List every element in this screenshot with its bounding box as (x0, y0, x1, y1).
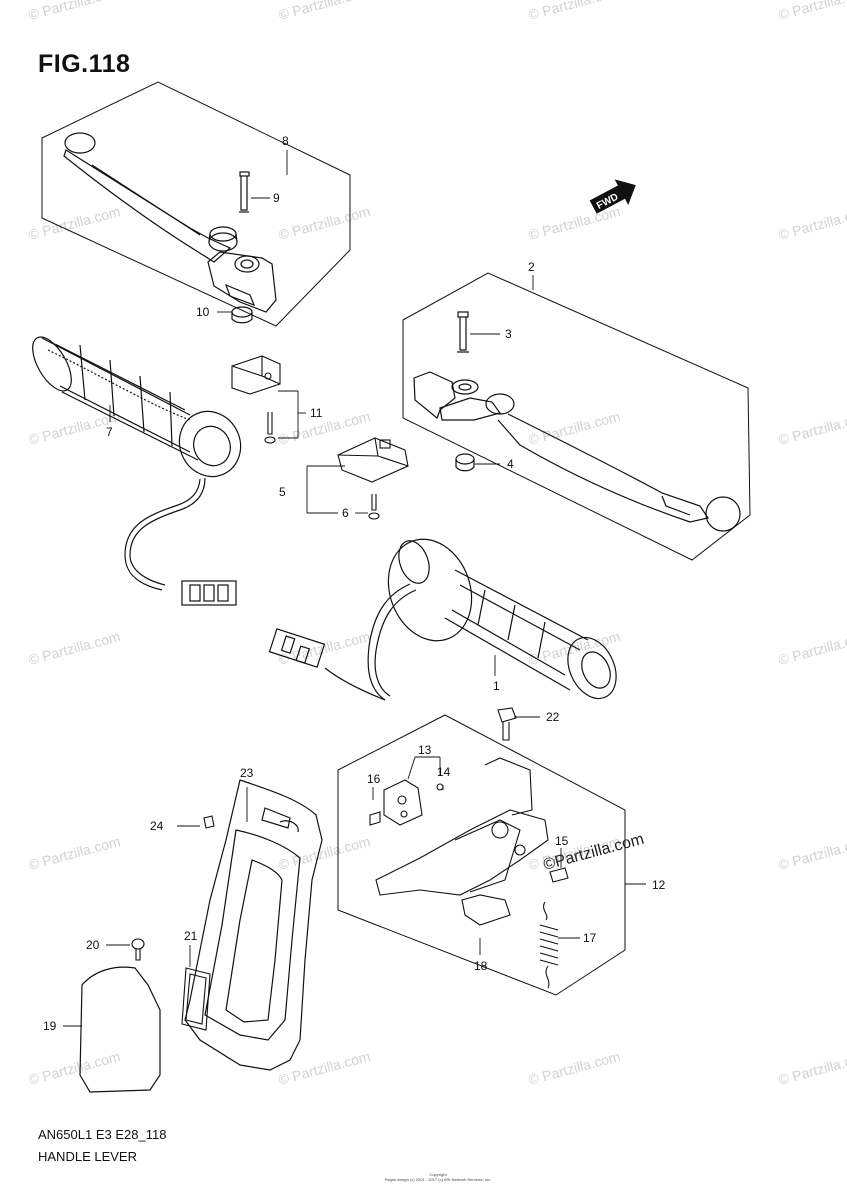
callout-24: 24 (150, 819, 164, 833)
watermark-text: © Partzilla.com (777, 408, 847, 448)
callout-17: 17 (583, 931, 597, 945)
callout-5: 5 (279, 485, 286, 499)
screw-20 (131, 938, 145, 961)
watermark-text: © Partzilla.com (777, 0, 847, 23)
bracket-assembly (369, 757, 569, 989)
callout-15: 15 (555, 834, 569, 848)
bracket-box (337, 714, 626, 996)
watermark-text: © Partzilla.com (277, 1048, 372, 1088)
watermark-text: © Partzilla.com (277, 203, 372, 243)
watermark-layer: © Partzilla.com © Partzilla.com © Partzill… (27, 0, 847, 1088)
callout-9: 9 (273, 191, 280, 205)
leader-lines (63, 150, 646, 1027)
callout-21: 21 (184, 929, 198, 943)
callout-13: 13 (418, 743, 432, 757)
cover-23 (184, 779, 323, 1071)
copyright-line-1: Copyright (429, 1172, 447, 1177)
callout-16: 16 (367, 772, 381, 786)
watermark-text: © Partzilla.com (777, 628, 847, 668)
callout-23: 23 (240, 766, 254, 780)
watermark-text: © Partzilla.com (277, 833, 372, 873)
callout-19: 19 (43, 1019, 57, 1033)
callout-14: 14 (437, 765, 451, 779)
watermark-text: © Partzilla.com (777, 833, 847, 873)
callout-12: 12 (652, 878, 666, 892)
callout-10: 10 (196, 305, 210, 319)
pad-21 (181, 967, 211, 1031)
watermark-text: © Partzilla.com (527, 628, 622, 668)
watermark-text: © Partzilla.com (277, 408, 372, 448)
model-code: AN650L1 E3 E28_118 (38, 1127, 167, 1142)
switch-5 (337, 437, 409, 520)
figure-title: FIG.118 (38, 50, 131, 78)
watermark-text: © Partzilla.com (777, 1048, 847, 1088)
callout-2: 2 (528, 260, 535, 274)
watermark-text: © Partzilla.com (27, 628, 122, 668)
watermark-text: © Partzilla.com (777, 203, 847, 243)
callout-22: 22 (546, 710, 560, 724)
callout-11: 11 (310, 406, 323, 420)
callout-numbers: 1 2 3 4 5 6 7 8 9 10 11 12 13 14 15 16 1… (43, 134, 666, 1033)
watermark-text: © Partzilla.com (527, 0, 622, 23)
callout-4: 4 (507, 457, 514, 471)
copyright-line-2: Pages design (c) 2001 - 2017 (c) ARI Net… (384, 1177, 492, 1182)
diagram-caption: HANDLE LEVER (38, 1149, 137, 1164)
watermark-text: © Partzilla.com (27, 203, 122, 243)
bolt-22 (497, 707, 517, 741)
watermark-text: © Partzilla.com (527, 203, 622, 243)
switch-11 (231, 355, 281, 444)
callout-3: 3 (505, 327, 512, 341)
left-heated-grip (32, 336, 242, 606)
right-heated-grip (268, 538, 617, 701)
watermark-text: © Partzilla.com (27, 0, 122, 23)
cover-19 (79, 966, 161, 1093)
right-clutch-lever (413, 311, 741, 532)
callout-1: 1 (493, 679, 500, 693)
watermark-text: © Partzilla.com (277, 0, 372, 23)
callout-18: 18 (474, 959, 488, 973)
watermark-text: © Partzilla.com (527, 1048, 622, 1088)
callout-6: 6 (342, 506, 349, 520)
left-brake-lever (63, 132, 277, 324)
watermark-text: © Partzilla.com (27, 833, 122, 873)
watermark-text: © Partzilla.com (527, 408, 622, 448)
callout-7: 7 (106, 425, 113, 439)
copyright-notice: Copyright Pages design (c) 2001 - 2017 (… (368, 1172, 508, 1182)
screw-24 (203, 815, 215, 829)
callout-20: 20 (86, 938, 100, 952)
lever-box-right (402, 272, 751, 561)
watermark-text: © Partzilla.com (27, 1048, 122, 1088)
lever-box-left (41, 81, 351, 327)
callout-8: 8 (282, 134, 289, 148)
